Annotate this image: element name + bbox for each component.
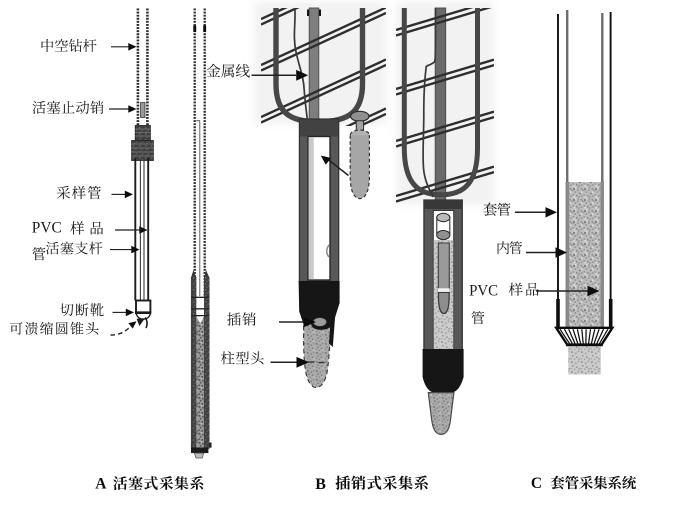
svg-text:PVC: PVC xyxy=(32,220,62,237)
svg-text:A: A xyxy=(95,476,107,493)
svg-text:C: C xyxy=(531,475,542,492)
svg-text:B: B xyxy=(315,476,326,493)
svg-text:PVC: PVC xyxy=(469,282,498,299)
